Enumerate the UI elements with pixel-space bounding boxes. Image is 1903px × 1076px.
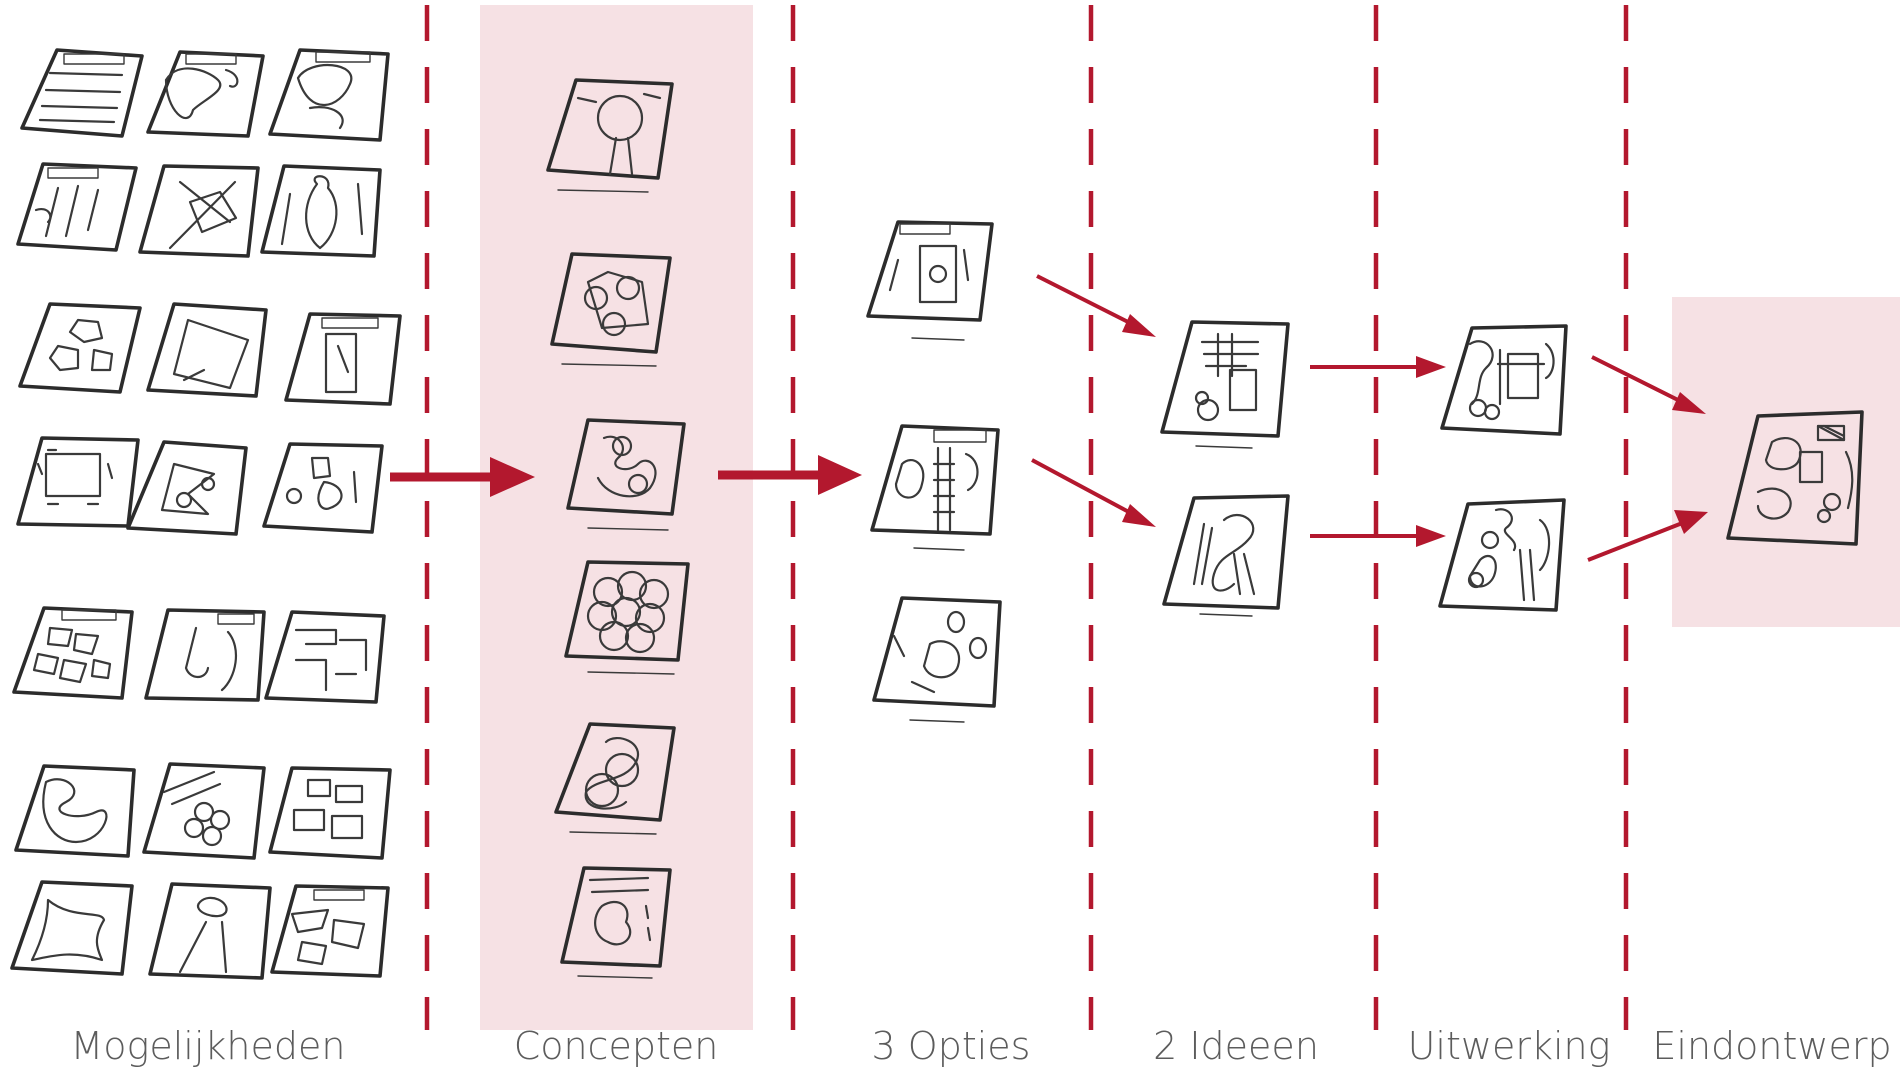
sketch-thumbnail — [866, 220, 994, 341]
stage-label-ideeen: 2 Ideeen — [1153, 1024, 1319, 1068]
sketch-thumbnail — [550, 252, 672, 367]
eindontwerp-panel — [1672, 297, 1900, 627]
sketch-thumbnail — [554, 722, 676, 835]
sketch-thumbnail — [1162, 494, 1290, 617]
sketch-thumbnail — [1160, 320, 1290, 449]
stage-label-opties: 3 Opties — [871, 1024, 1031, 1068]
sketch-thumbnail — [16, 436, 140, 528]
sketch-thumbnail — [138, 164, 260, 258]
uitwerking-sketches — [1438, 324, 1568, 612]
sketch-thumbnail — [12, 606, 134, 700]
sketch-thumbnail — [870, 424, 1000, 551]
mogelijkheden-sketches — [10, 48, 402, 980]
sketch-thumbnail — [566, 418, 686, 531]
sketch-thumbnail — [268, 48, 390, 142]
sketch-thumbnail — [146, 302, 268, 398]
sketch-thumbnail — [16, 162, 138, 252]
arrow-optie1-to-idee1 — [1036, 274, 1156, 337]
sketch-thumbnail — [10, 880, 134, 976]
sketch-thumbnail — [126, 440, 248, 536]
arrow-mogelijkheden-to-concepten — [390, 457, 535, 497]
sketch-thumbnail — [262, 442, 384, 534]
sketch-thumbnail — [1440, 324, 1568, 436]
sketch-thumbnail — [264, 610, 386, 704]
concepten-sketches — [546, 78, 690, 979]
process-arrows — [390, 274, 1708, 562]
sketch-thumbnail — [560, 866, 672, 979]
eindontwerp-sketch — [1726, 410, 1864, 546]
sketch-thumbnail — [268, 766, 392, 860]
sketch-thumbnail — [1726, 410, 1864, 546]
opties-sketches — [866, 220, 1002, 723]
sketch-thumbnail — [284, 312, 402, 406]
stage-label-uitwerking: Uitwerking — [1407, 1024, 1611, 1068]
sketch-thumbnail — [18, 302, 142, 394]
stage-label-concepten: Concepten — [513, 1024, 719, 1068]
sketch-thumbnail — [146, 50, 265, 138]
stage-dividers — [424, 5, 1629, 1030]
stage-label-mogelijkheden: Mogelijkheden — [70, 1024, 346, 1068]
sketch-thumbnail — [20, 48, 144, 138]
sketch-thumbnail — [564, 560, 690, 675]
sketch-thumbnail — [270, 884, 390, 978]
sketch-thumbnail — [1438, 498, 1566, 612]
sketch-thumbnail — [546, 78, 674, 193]
arrow-optie2-to-idee2 — [1031, 458, 1156, 527]
sketch-thumbnail — [14, 764, 136, 858]
concepten-panel — [480, 5, 753, 1030]
stage-label-eindontwerp: Eindontwerp — [1652, 1024, 1892, 1068]
arrow-idee2-to-uitwerking2 — [1310, 525, 1446, 547]
sketch-thumbnail — [142, 762, 266, 860]
ideeen-sketches — [1160, 320, 1290, 617]
sketch-thumbnail — [144, 608, 266, 702]
sketch-thumbnail — [872, 596, 1002, 723]
sketch-thumbnail — [148, 882, 272, 980]
sketch-thumbnail — [260, 164, 382, 258]
arrow-uitwerking2-to-eindontwerp — [1587, 510, 1708, 562]
arrow-concepten-to-opties — [718, 455, 862, 495]
arrow-uitwerking1-to-eindontwerp — [1591, 355, 1706, 414]
arrow-idee1-to-uitwerking1 — [1310, 356, 1446, 378]
